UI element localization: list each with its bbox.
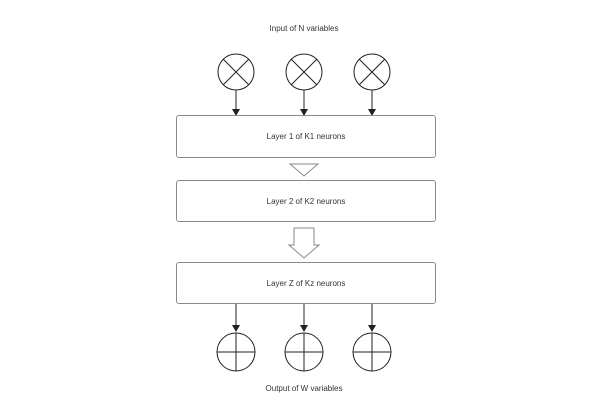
layer-2-label: Layer 2 of K2 neurons	[266, 196, 346, 206]
input-node-1	[217, 53, 255, 91]
output-node-2	[284, 332, 324, 372]
input-node-3	[353, 53, 391, 91]
input-label: Input of N variables	[269, 24, 339, 33]
layer-1-label: Layer 1 of K1 neurons	[266, 132, 346, 141]
block-arrow-down-icon-2	[287, 227, 321, 259]
output-label: Output of W variables	[265, 384, 343, 393]
input-node-2	[285, 53, 323, 91]
output-node-3	[352, 332, 392, 372]
block-arrow-down-icon	[288, 163, 320, 177]
layer-2-box: Layer 2 of K2 neurons	[176, 180, 436, 222]
layer-z-box: Layer Z of Kz neurons	[176, 262, 436, 304]
output-node-1	[216, 332, 256, 372]
layer-1-box: Layer 1 of K1 neurons	[176, 115, 436, 158]
layer-z-label: Layer Z of Kz neurons	[266, 278, 346, 288]
